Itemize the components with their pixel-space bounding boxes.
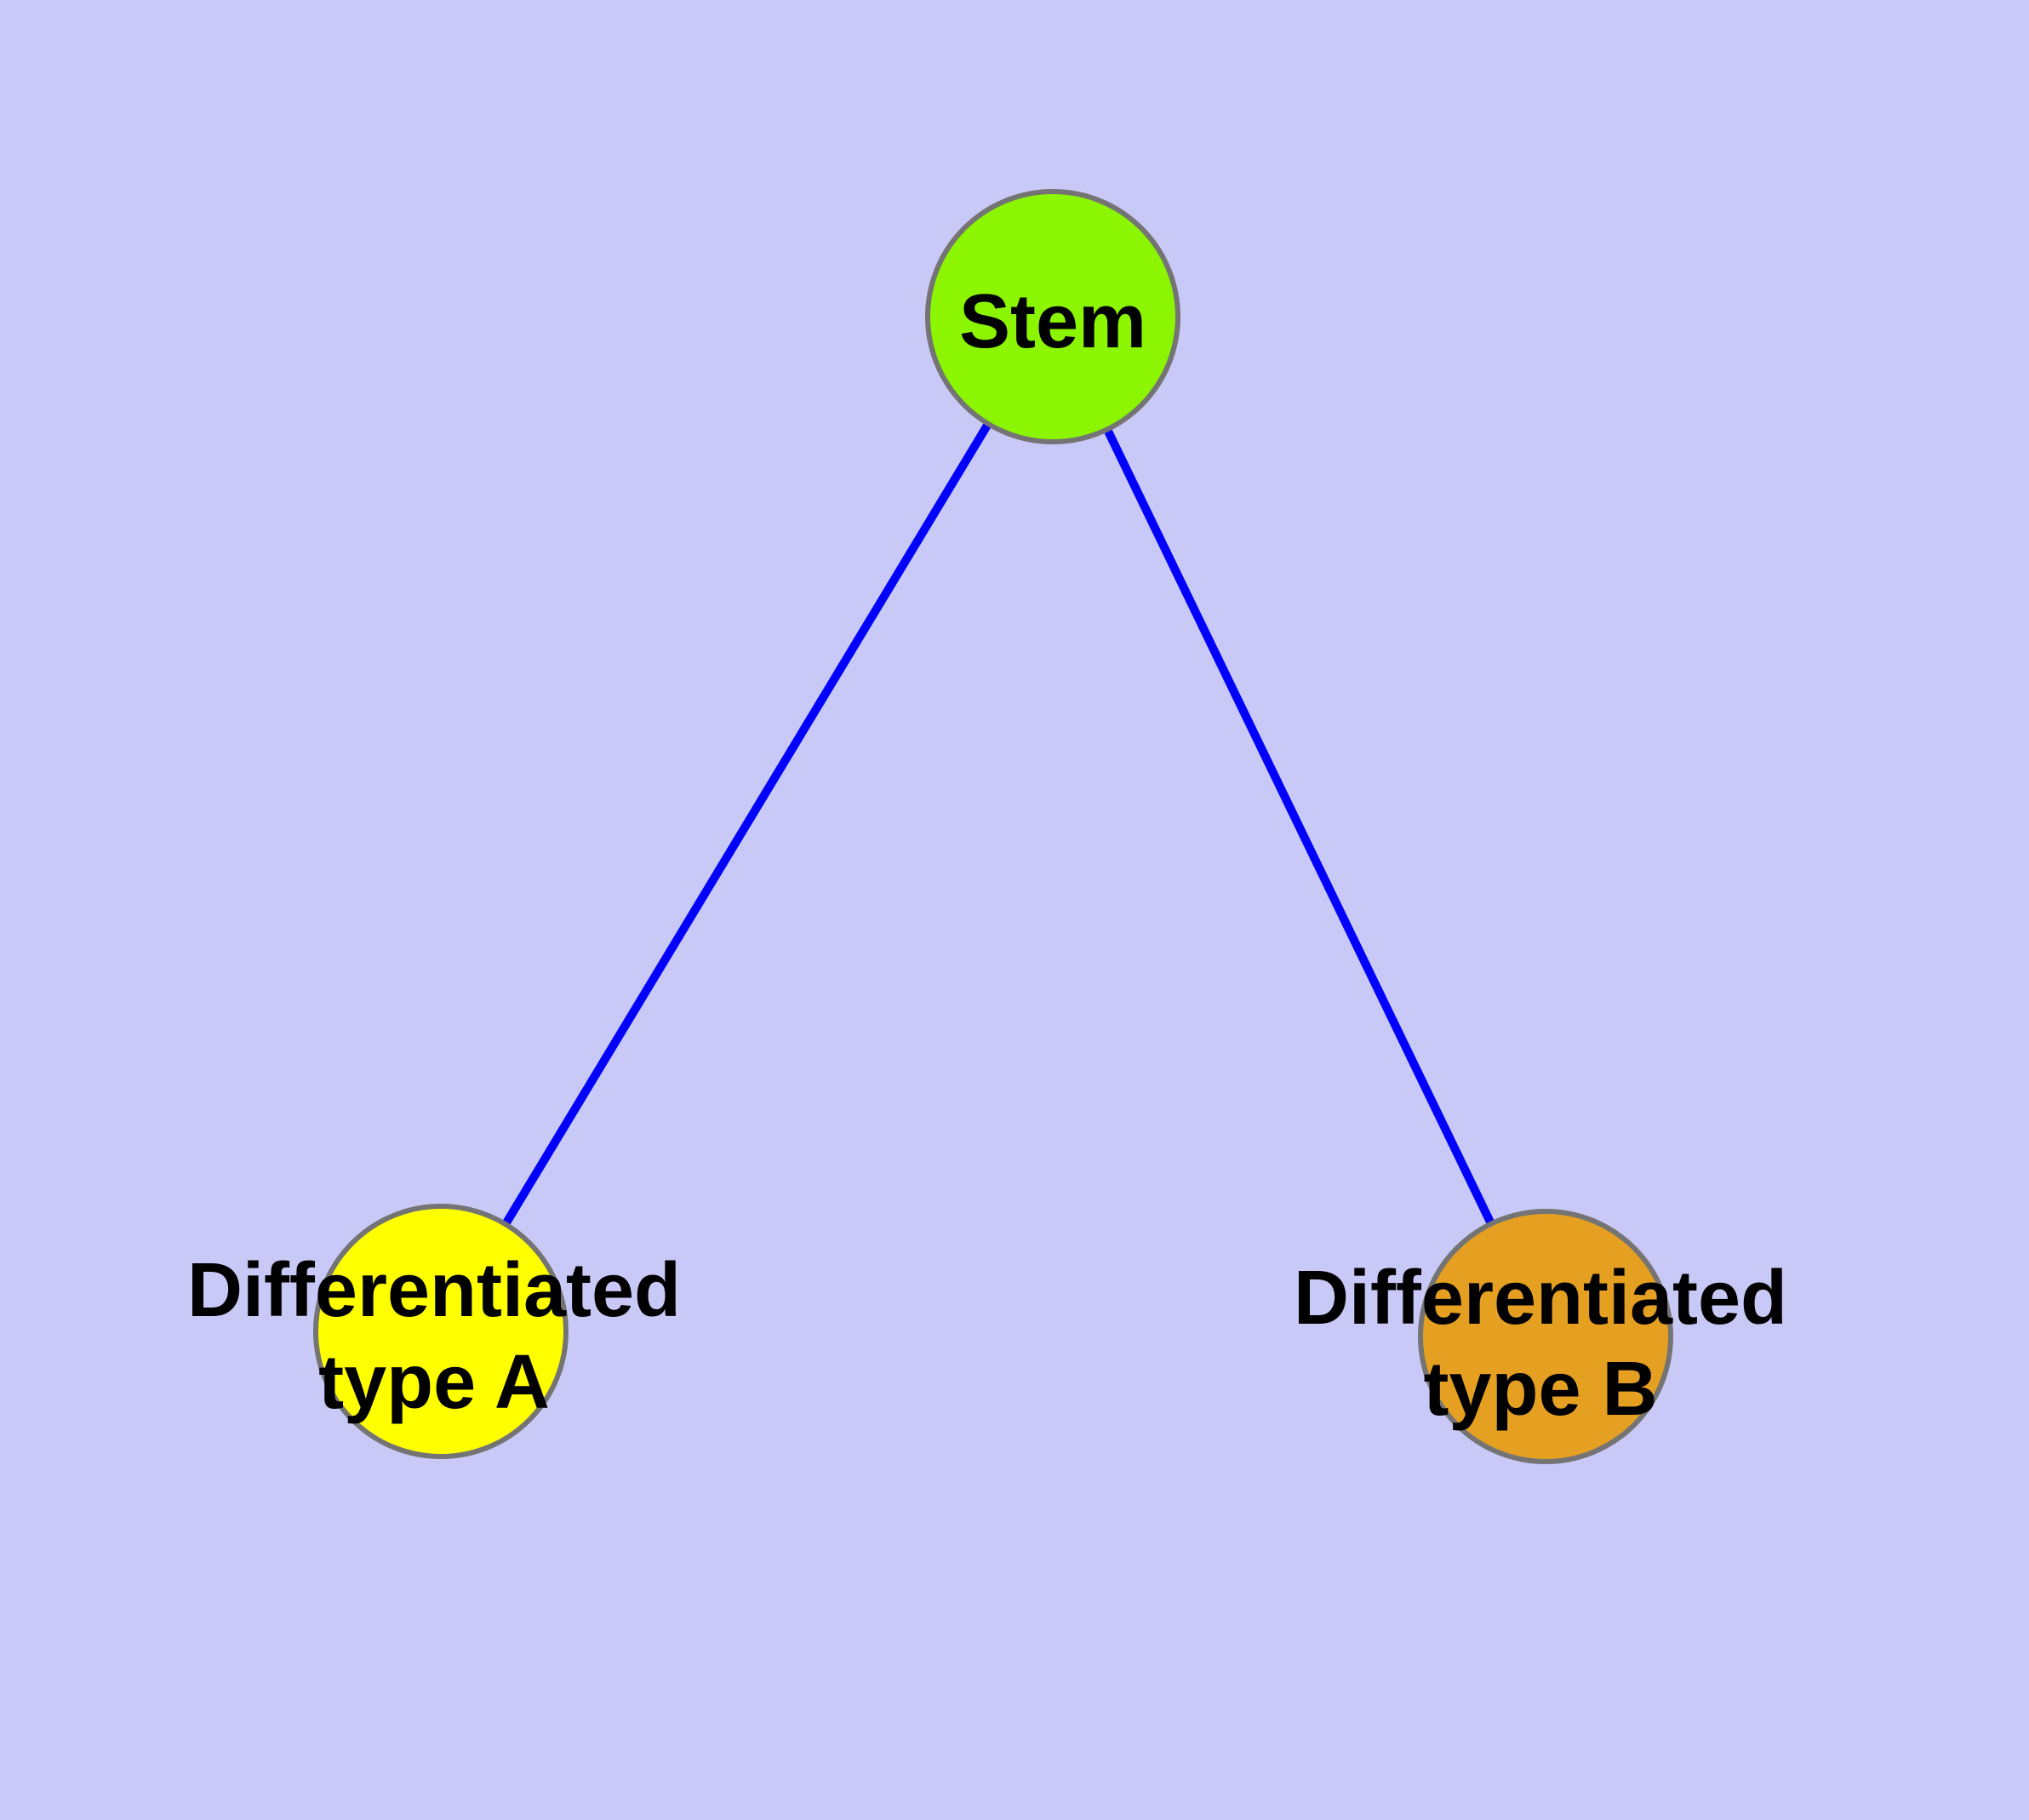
edge-stem-to-type-b <box>1049 314 1550 1339</box>
node-type-b-label-line2: type B <box>1423 1347 1657 1432</box>
node-stem-label: Stem <box>959 279 1146 364</box>
edge-stem-to-type-a <box>437 314 1057 1334</box>
node-differentiated-type-b <box>1418 1209 1673 1464</box>
node-differentiated-type-a <box>313 1204 569 1459</box>
node-stem <box>925 189 1180 444</box>
node-type-a-label-line1: Differentiated <box>187 1248 681 1333</box>
node-type-b-label-line1: Differentiated <box>1294 1256 1787 1341</box>
node-type-a-label-line2: type A <box>318 1340 550 1425</box>
